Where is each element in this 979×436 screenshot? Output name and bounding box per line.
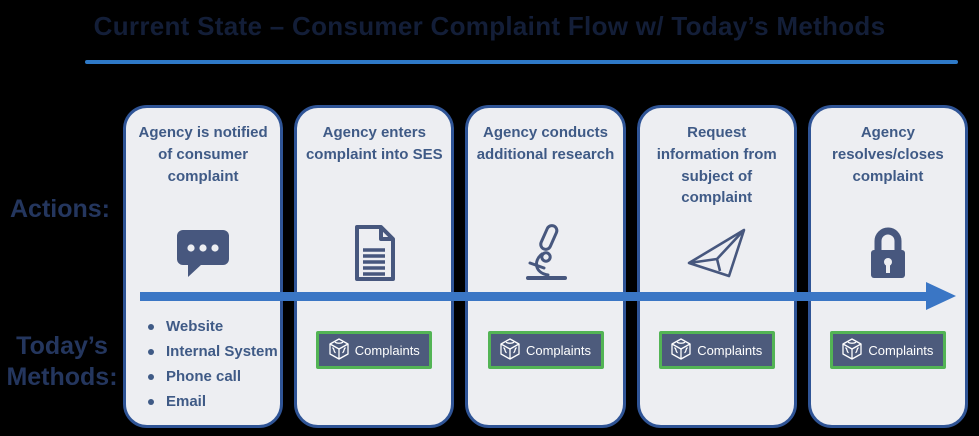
sbs-complaints-badge: Complaints (829, 331, 946, 369)
sbs-stack-icon (671, 337, 691, 363)
page-title: Current State – Consumer Complaint Flow … (93, 11, 886, 41)
sbs-complaints-badge: Complaints (487, 331, 604, 369)
sbs-stack-icon (500, 337, 520, 363)
timeline-arrow (140, 292, 926, 301)
flow-cards-row: Agency is notified of consumer complaint… (123, 105, 969, 428)
card-title: Agency conducts additional research (476, 124, 615, 163)
timeline-arrowhead (926, 282, 956, 310)
card-title: Agency is notified of consumer complaint (138, 124, 268, 185)
todays-methods-line2: Methods: (6, 362, 118, 391)
badge-label: Complaints (868, 342, 934, 358)
card-title: Request information from subject of comp… (656, 124, 777, 207)
title-underline (85, 60, 958, 64)
paper-plane-icon (686, 218, 748, 288)
card-request-information: Request information from subject of comp… (636, 105, 797, 428)
todays-methods-list: Website Internal System Phone call Email (134, 314, 278, 414)
method-item: Website (144, 314, 278, 339)
badge-label: Complaints (354, 342, 420, 358)
sbs-complaints-badge: Complaints (316, 331, 433, 369)
badge-label: Complaints (525, 342, 592, 358)
card-additional-research: Agency conducts additional research (465, 105, 626, 428)
lock-icon (865, 218, 911, 288)
method-item: Email (144, 389, 278, 414)
card-title: Agency resolves/closes complaint (832, 124, 944, 185)
todays-methods-label: Today’s Methods: (0, 331, 124, 392)
todays-methods-line1: Today’s (16, 332, 108, 360)
badge-label: Complaints (697, 342, 763, 358)
card-title: Agency enters complaint into SES (305, 124, 443, 163)
card-resolve-close: Agency resolves/closes complaint (807, 105, 969, 428)
document-icon (351, 218, 397, 288)
sbs-complaints-badge: Complaints (658, 331, 775, 369)
method-item: Internal System (144, 339, 278, 364)
microscope-icon (519, 218, 573, 288)
sbs-stack-icon (329, 337, 349, 363)
method-item: Phone call (144, 364, 278, 389)
sbs-stack-icon (842, 337, 863, 363)
chat-bubble-icon (174, 218, 232, 288)
card-enter-complaint-ses: Agency enters complaint into SES (294, 105, 455, 428)
actions-label: Actions: (10, 195, 110, 223)
card-agency-notified: Agency is notified of consumer complaint… (123, 105, 284, 428)
